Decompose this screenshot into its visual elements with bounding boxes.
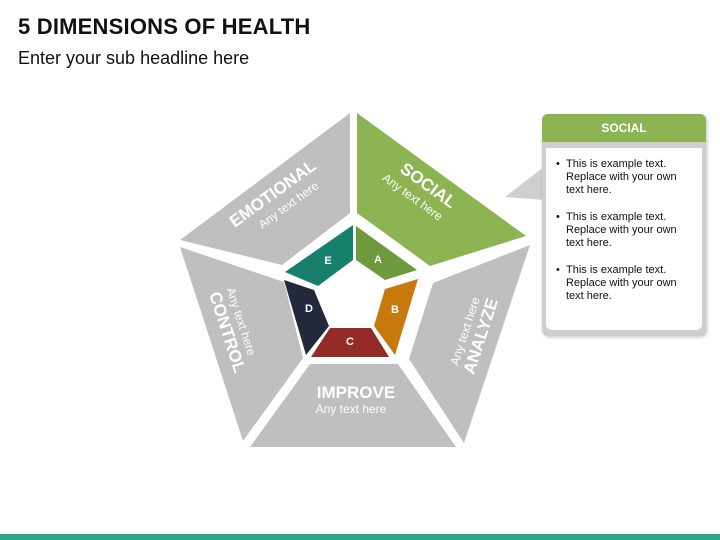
- callout-item: This is example text. Replace with your …: [554, 211, 694, 250]
- callout-list: This is example text. Replace with your …: [546, 148, 702, 303]
- segment-emotional[interactable]: [180, 113, 350, 265]
- inner-segment-c[interactable]: [311, 328, 389, 357]
- inner-segment-d[interactable]: [284, 280, 329, 355]
- inner-label-e: E: [324, 255, 331, 267]
- inner-segment-b[interactable]: [374, 279, 418, 355]
- inner-label-b: B: [391, 304, 399, 316]
- callout-item: This is example text. Replace with your …: [554, 264, 694, 303]
- improve-title: IMPROVE: [317, 383, 395, 402]
- bottom-accent-bar: [0, 534, 720, 540]
- callout-body: This is example text. Replace with your …: [546, 148, 702, 330]
- inner-label-c: C: [346, 336, 354, 348]
- inner-segment-e[interactable]: [285, 225, 353, 286]
- segment-improve[interactable]: [250, 364, 456, 447]
- page-title: 5 DIMENSIONS OF HEALTH: [18, 14, 311, 39]
- inner-label-d: D: [305, 303, 313, 315]
- segment-social[interactable]: [357, 113, 526, 266]
- callout-pointer: [505, 166, 545, 200]
- improve-text: Any text here: [316, 402, 387, 416]
- inner-segment-a[interactable]: [356, 226, 417, 280]
- page-subtitle: Enter your sub headline here: [18, 48, 250, 68]
- callout-header: SOCIAL: [542, 114, 706, 142]
- segment-analyze[interactable]: [409, 245, 530, 443]
- callout-box: SOCIAL This is example text. Replace wit…: [542, 114, 706, 336]
- inner-label-a: A: [374, 254, 382, 266]
- callout-item: This is example text. Replace with your …: [554, 158, 694, 197]
- segment-control[interactable]: [180, 247, 303, 441]
